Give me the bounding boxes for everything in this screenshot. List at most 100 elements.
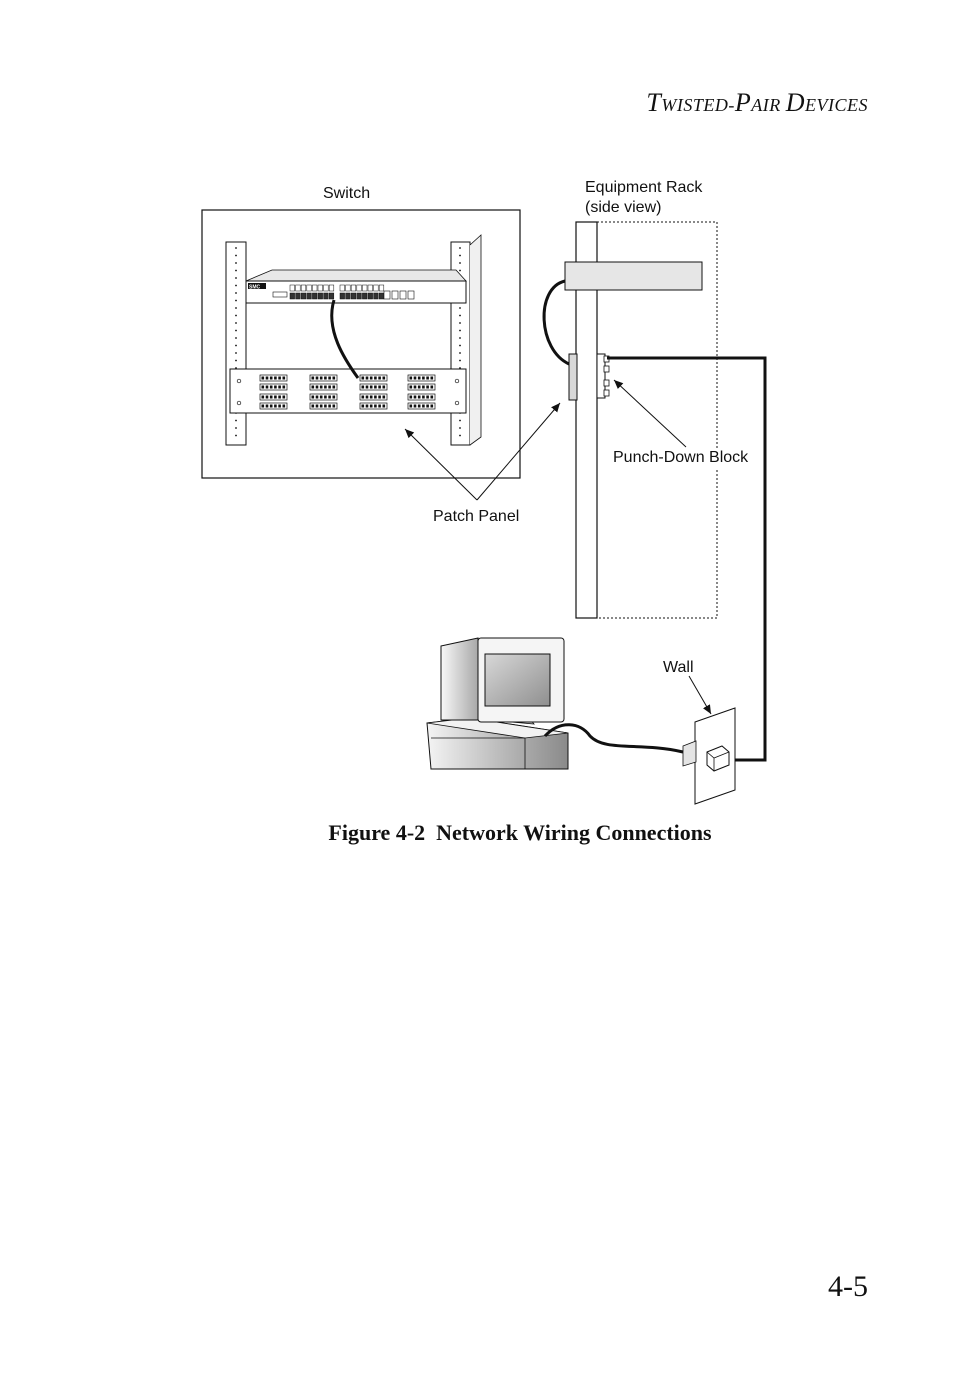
switch-port <box>362 284 368 292</box>
rail-hole <box>459 254 461 257</box>
patch-port <box>361 404 365 408</box>
switch-port <box>356 284 362 292</box>
switch-port <box>295 284 301 292</box>
switch-port <box>300 292 307 300</box>
patch-port <box>315 376 319 380</box>
patch-port <box>413 404 417 408</box>
switch-port <box>328 292 335 300</box>
patch-port <box>278 395 281 399</box>
drop-cable <box>543 723 684 754</box>
rail-hole <box>235 434 237 437</box>
switch-brand-logo: SMC <box>249 285 261 291</box>
equipment-rack-side-view <box>564 221 718 619</box>
patch-port <box>315 385 319 389</box>
patch-port <box>382 385 386 389</box>
patch-port <box>369 395 373 399</box>
patch-port <box>413 376 417 380</box>
switch-port <box>289 292 295 300</box>
rail-hole <box>235 314 237 317</box>
patch-port <box>361 376 365 380</box>
patch-port <box>426 395 429 399</box>
patch-port <box>417 385 421 389</box>
patch-port <box>278 404 281 408</box>
patch-port <box>269 376 273 380</box>
rail-hole <box>235 247 237 249</box>
patch-port-row <box>407 383 436 391</box>
patch-port <box>282 395 286 399</box>
switch-port <box>367 292 373 300</box>
patch-port-row <box>359 383 388 391</box>
patch-port <box>278 376 281 380</box>
rail-hole <box>459 269 461 272</box>
switch-port <box>339 284 345 292</box>
patch-port <box>261 404 265 408</box>
rail-hole <box>235 427 237 429</box>
patch-port <box>374 376 377 380</box>
computer <box>426 637 569 770</box>
rail-hole <box>459 314 461 317</box>
rail-hole <box>235 277 237 279</box>
patch-port <box>311 376 315 380</box>
patch-port <box>311 395 315 399</box>
switch-port <box>300 284 307 292</box>
switch-module-port <box>407 290 415 300</box>
rail-hole <box>459 247 461 249</box>
rail-hole <box>235 299 237 302</box>
patch-port <box>378 385 381 389</box>
switch-port <box>373 292 379 300</box>
rail-hole <box>235 359 237 362</box>
switch-port <box>306 292 312 300</box>
switch-port <box>378 292 385 300</box>
patch-port <box>265 404 269 408</box>
rail-hole <box>459 434 461 437</box>
patch-port <box>422 404 425 408</box>
patch-port <box>365 395 369 399</box>
patch-port <box>426 376 429 380</box>
patch-port <box>324 376 327 380</box>
rail-hole <box>459 307 461 309</box>
patch-port <box>422 395 425 399</box>
patch-port <box>426 404 429 408</box>
patch-port <box>409 395 413 399</box>
patch-port <box>274 385 277 389</box>
equipment-rack-sublabel: (side view) <box>585 199 662 216</box>
patch-port <box>328 395 331 399</box>
patch-port <box>319 376 323 380</box>
rail-hole <box>459 329 461 332</box>
patch-port <box>265 376 269 380</box>
patch-panel-ports <box>259 374 436 410</box>
rail-hole <box>459 262 461 264</box>
patch-cord-front <box>330 299 360 379</box>
wall-label: Wall <box>663 659 694 676</box>
patch-port-row <box>359 402 388 410</box>
patch-port <box>369 376 373 380</box>
switch-port <box>345 292 351 300</box>
patch-port <box>417 404 421 408</box>
patch-port <box>324 404 327 408</box>
patch-port <box>332 376 336 380</box>
patch-port-row <box>309 374 338 382</box>
patch-port <box>269 395 273 399</box>
patch-port <box>409 404 413 408</box>
patch-port <box>261 385 265 389</box>
patch-port-row <box>359 374 388 382</box>
patch-port <box>265 385 269 389</box>
patch-port <box>315 395 319 399</box>
patch-port <box>332 395 336 399</box>
patch-port <box>413 395 417 399</box>
patch-port <box>282 404 286 408</box>
patch-port <box>378 395 381 399</box>
rail-hole <box>235 262 237 264</box>
switch-port <box>373 284 379 292</box>
patch-port <box>374 395 377 399</box>
patch-port <box>374 385 377 389</box>
patch-port <box>282 385 286 389</box>
figure-caption: Figure 4-2 Network Wiring Connections <box>328 820 712 845</box>
switch-port <box>323 292 329 300</box>
patch-port <box>265 395 269 399</box>
patch-port <box>332 404 336 408</box>
patch-port <box>422 376 425 380</box>
leader-lines <box>404 379 712 715</box>
rail-hole <box>459 359 461 362</box>
patch-port <box>319 404 323 408</box>
